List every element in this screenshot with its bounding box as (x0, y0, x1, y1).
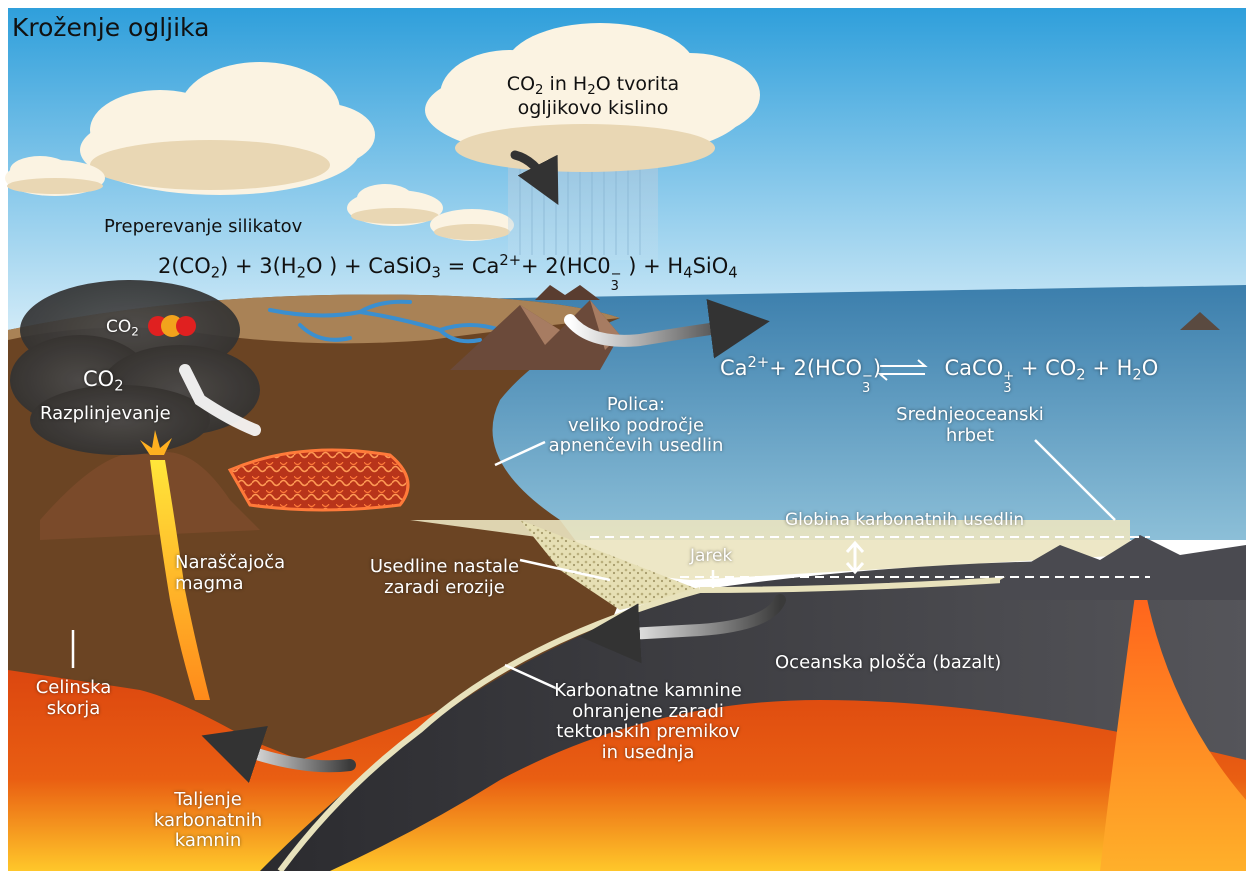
magma-conduit (150, 460, 210, 700)
melting-label: Taljenje karbonatnih kamnin (153, 789, 263, 852)
silicate-weathering-title: Preperevanje silikatov (104, 216, 303, 237)
ridge-mountains (1000, 535, 1246, 600)
rivers (268, 299, 502, 344)
ridge-volcano (1180, 312, 1220, 330)
outgassing-label: Razplinjevanje (40, 403, 171, 424)
shelf-label: Polica: veliko področje apnenčevih usedl… (548, 394, 724, 457)
rain-cloud (425, 23, 760, 260)
volcano-co2-label: CO2 (83, 367, 124, 395)
pointer-lines (71, 439, 1116, 692)
mid-ocean-ridge (1100, 560, 1246, 871)
volcano-co2-top-label: CO2 (106, 317, 139, 339)
co2-molecule-icon (148, 315, 196, 337)
silicate-weathering-equation: 2(CO2) + 3(H2O ) + CaSiO3 = Ca2++ 2(HC0−… (158, 252, 738, 294)
eruption-spark (140, 430, 172, 455)
shelf-sediment (410, 520, 1130, 580)
cloud-label: CO2 in H2O tvorita ogljikovo kislino (506, 73, 680, 120)
cloud-left (80, 62, 375, 195)
cloud-small-mid (347, 184, 514, 241)
erosion-sediments-label: Usedline nastale zaradi erozije (369, 556, 520, 598)
depth-double-arrow-icon (845, 540, 865, 575)
subduction-arrow-icon (580, 594, 786, 664)
mountains (450, 285, 620, 370)
melting-arrow-icon (201, 726, 356, 783)
carbonate-equilibrium-equation: Ca2++ 2(HCO−3) CaCO+3 + CO2 + H2O (720, 354, 1159, 396)
lava-field (227, 448, 410, 512)
carbonate-rocks-label: Karbonatne kamnine ohranjene zaradi tekt… (554, 680, 742, 764)
trench-label: Jarek (690, 546, 733, 566)
equilibrium-arrows-icon (877, 359, 928, 381)
mid-ocean-ridge-label: Srednjeoceanski hrbet (896, 404, 1044, 446)
diagram-title: Kroženje ogljika (12, 13, 210, 42)
volcano (40, 452, 260, 540)
oceanic-plate (260, 557, 1246, 871)
continental-crust-label: Celinska skorja (35, 677, 112, 719)
rising-magma-label: Naraščajoča magma (175, 552, 286, 594)
rain-arrow-icon (510, 150, 559, 205)
erosion-sediment-wedge (520, 520, 700, 610)
outgassing-arrow-icon (179, 364, 261, 436)
oceanic-plate-label: Oceanska plošča (bazalt) (775, 652, 1002, 673)
carbonate-depth-lines (590, 536, 1150, 578)
runoff-arrow-icon (564, 298, 770, 359)
carbonate-depth-label: Globina karbonatnih usedlin (785, 510, 1025, 530)
cloud-small-left (5, 156, 105, 196)
